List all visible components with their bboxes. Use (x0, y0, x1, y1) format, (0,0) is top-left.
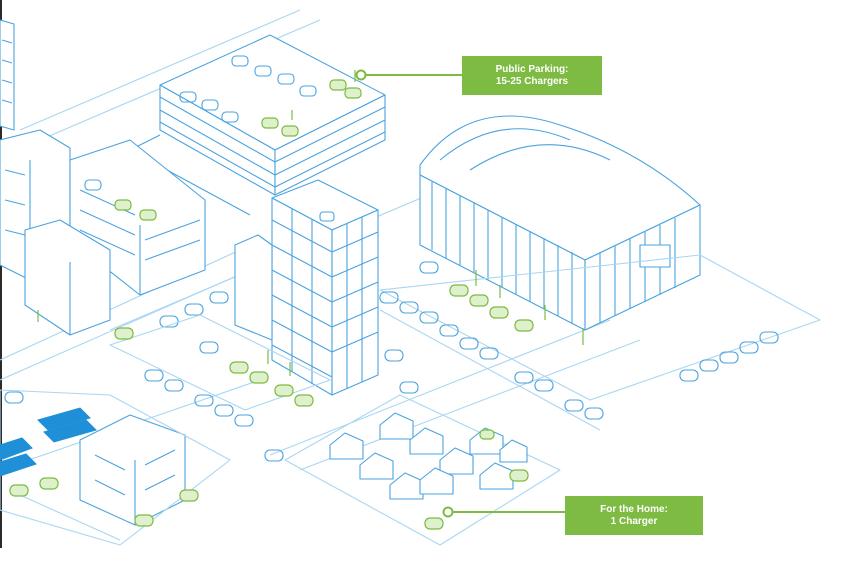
callout-detail: 15-25 Chargers (495, 75, 569, 87)
callout-title: Public Parking: (495, 63, 569, 75)
houses (284, 394, 561, 546)
townhouses (0, 389, 231, 546)
office-buildings-left (0, 129, 206, 336)
callout-detail: 1 Charger (610, 515, 658, 527)
central-tower (234, 179, 379, 396)
marker-circle-icon (442, 506, 454, 518)
frame-edge (0, 0, 2, 548)
parking-garage (129, 34, 386, 216)
parked-cars (4, 261, 779, 462)
public-parking-callout: Public Parking: 15-25 Chargers (462, 56, 602, 95)
callout-leaders (355, 69, 565, 518)
ev-charging-cars (9, 70, 584, 530)
stadium (379, 115, 821, 401)
callout-title: For the Home: (600, 503, 668, 515)
home-charger-callout: For the Home: 1 Charger (565, 496, 703, 535)
marker-circle-icon (355, 69, 367, 81)
solar-panel-icon (0, 407, 97, 477)
tall-building-left (0, 19, 15, 131)
